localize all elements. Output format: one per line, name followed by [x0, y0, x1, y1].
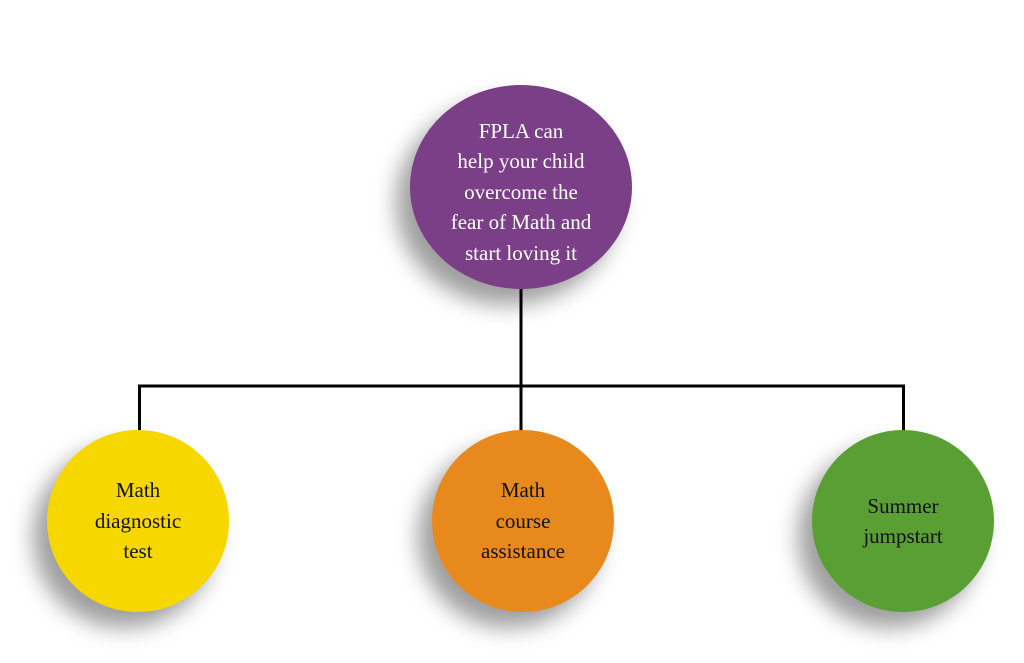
root-node-label: FPLA can help your child overcome the fe…: [450, 118, 592, 265]
root-node: FPLA can help your child overcome the fe…: [410, 85, 632, 289]
child-node-label: Math diagnostic test: [94, 478, 182, 564]
child-node-math-diagnostic-test: Math diagnostic test: [47, 430, 229, 612]
child-node-summer-jumpstart: Summer jumpstart: [812, 430, 994, 612]
child-node-label: Summer jumpstart: [863, 493, 943, 549]
child-node-label: Math course assistance: [481, 478, 565, 564]
child-node-math-course-assistance: Math course assistance: [432, 430, 614, 612]
